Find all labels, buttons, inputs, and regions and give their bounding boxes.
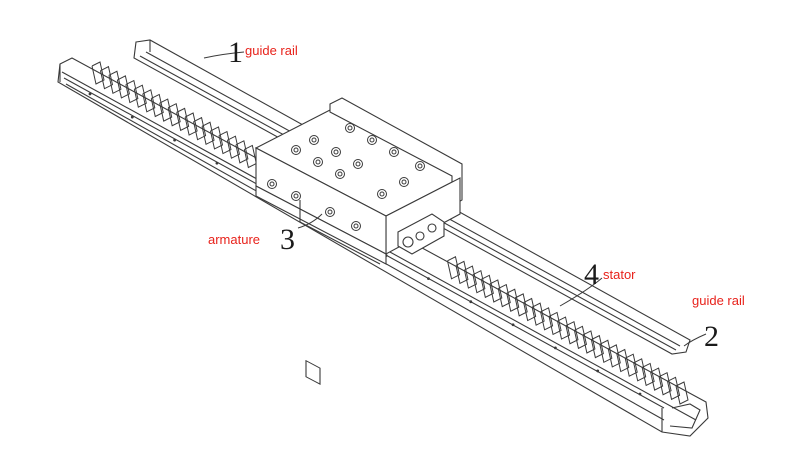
callout-text-guide-rail-1: guide rail bbox=[245, 43, 298, 58]
stator-tooth bbox=[590, 334, 604, 359]
stator-tooth bbox=[506, 288, 520, 312]
bolt-hole bbox=[379, 191, 385, 197]
stator-tooth bbox=[514, 293, 528, 317]
stator-tooth bbox=[472, 269, 486, 294]
bolt-hole bbox=[333, 149, 339, 155]
rail-hole bbox=[427, 277, 430, 281]
rail-hole bbox=[511, 323, 515, 327]
bolt-hole bbox=[401, 179, 407, 185]
bolt-hole bbox=[347, 125, 353, 131]
stator-tooth bbox=[446, 256, 461, 280]
stator-tooth bbox=[607, 344, 621, 368]
bolt-hole bbox=[337, 171, 343, 177]
rail-hole bbox=[173, 138, 177, 142]
rail-hole bbox=[130, 115, 134, 119]
bolt-hole bbox=[315, 159, 321, 165]
rail-hole bbox=[553, 346, 557, 350]
stator-tooth bbox=[675, 381, 689, 405]
bolt-hole bbox=[293, 193, 299, 199]
stator-tooth bbox=[624, 353, 638, 377]
stator-tooth bbox=[548, 311, 562, 336]
stator-tooth bbox=[463, 265, 477, 289]
stator-tooth bbox=[91, 61, 105, 85]
stator-tooth bbox=[99, 65, 114, 90]
stator-tooth bbox=[497, 283, 511, 308]
stator-teeth bbox=[91, 61, 689, 405]
rail-hole bbox=[215, 161, 219, 165]
end-connector bbox=[397, 213, 445, 255]
rail-hole bbox=[596, 369, 600, 373]
stator-tooth bbox=[582, 330, 596, 354]
callout-text-guide-rail-2: guide rail bbox=[692, 293, 745, 308]
stator-tooth bbox=[565, 320, 579, 345]
stator-tooth bbox=[658, 371, 672, 396]
stator-tooth bbox=[116, 75, 130, 99]
stator-tooth bbox=[540, 307, 554, 331]
stator-tooth bbox=[125, 79, 139, 104]
bolt-hole bbox=[369, 137, 375, 143]
bolt-hole bbox=[417, 163, 423, 169]
bolt-hole bbox=[269, 181, 275, 187]
bolt-hole bbox=[391, 149, 397, 155]
callout-text-armature: armature bbox=[208, 232, 261, 247]
stator-tooth bbox=[167, 103, 181, 127]
callout-number-4: 4 bbox=[584, 258, 599, 291]
stator-tooth bbox=[455, 260, 469, 285]
stator-tooth bbox=[176, 107, 190, 132]
carriage-bolts bbox=[267, 123, 425, 231]
stator-tooth bbox=[193, 116, 207, 141]
stator-tooth bbox=[480, 274, 494, 299]
stator-tooth bbox=[184, 112, 198, 136]
bolt-hole bbox=[353, 223, 359, 229]
stator-tooth bbox=[650, 367, 664, 391]
stator-tooth bbox=[573, 325, 588, 350]
stator-tooth bbox=[557, 316, 571, 340]
stator-tooth bbox=[641, 362, 655, 387]
bolt-hole bbox=[355, 161, 361, 167]
stator-tooth bbox=[201, 121, 215, 146]
callout-number-3: 3 bbox=[280, 223, 295, 256]
stator-tooth bbox=[142, 89, 156, 113]
stator-tooth bbox=[531, 302, 545, 326]
stator-tooth bbox=[616, 348, 630, 373]
stator-tooth bbox=[599, 339, 613, 363]
stator-tooth bbox=[218, 130, 232, 155]
stator-tooth bbox=[133, 84, 147, 108]
callout-text-stator: stator bbox=[603, 267, 636, 282]
bolt-hole bbox=[327, 209, 333, 215]
stator-tooth bbox=[159, 98, 173, 122]
stator-tooth bbox=[633, 358, 647, 382]
stator-tooth bbox=[108, 70, 122, 95]
stator-tooth bbox=[226, 135, 240, 159]
callout-number-2: 2 bbox=[704, 320, 719, 353]
rail-hole bbox=[469, 300, 473, 304]
stator-tooth bbox=[210, 126, 224, 150]
rail-hole bbox=[88, 92, 92, 96]
bolt-hole bbox=[311, 137, 317, 143]
callout-number-1: 1 bbox=[228, 36, 243, 69]
stator-tooth bbox=[523, 297, 537, 322]
bolt-hole bbox=[293, 147, 299, 153]
rail-hole bbox=[638, 392, 642, 396]
stator-tooth bbox=[150, 93, 164, 118]
leader-lines bbox=[203, 51, 707, 347]
stator-tooth bbox=[235, 140, 249, 164]
stator-tooth bbox=[489, 279, 503, 303]
stator-tooth bbox=[667, 376, 681, 401]
